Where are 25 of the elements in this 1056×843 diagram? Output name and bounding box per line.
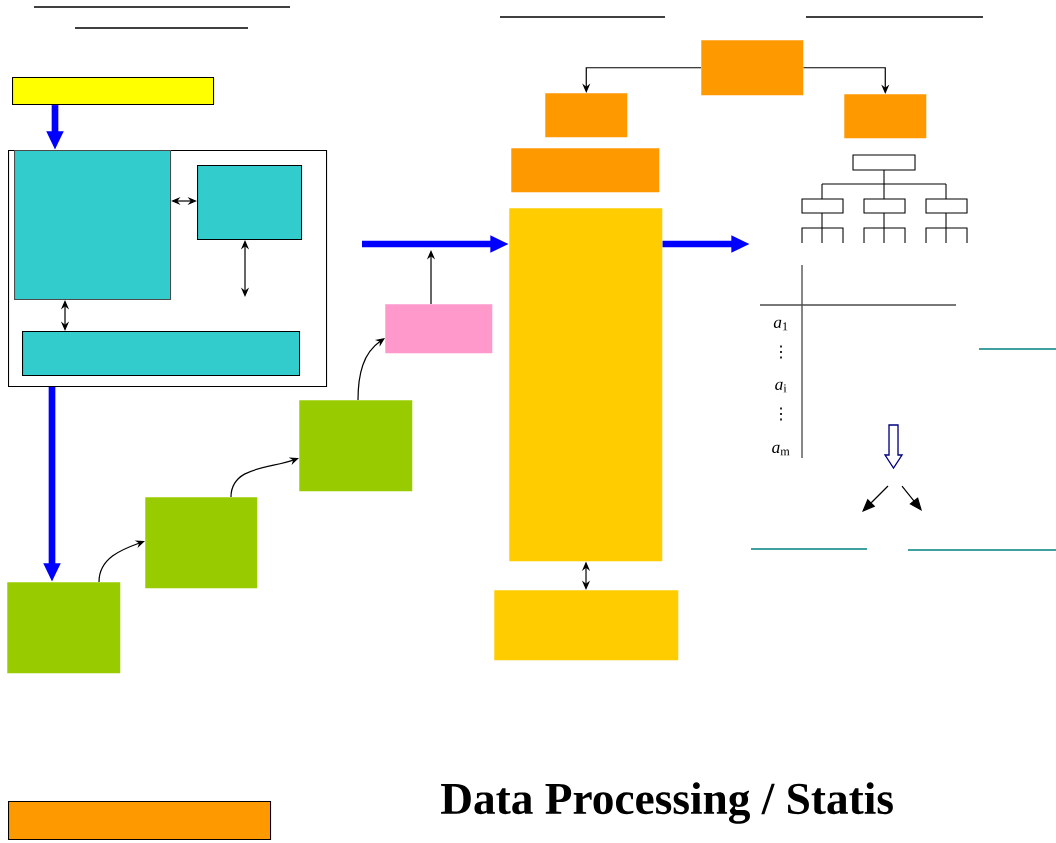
storage-box <box>494 590 679 661</box>
step-box <box>299 400 413 492</box>
process-column <box>509 208 663 562</box>
category-box <box>701 40 804 96</box>
footer-box <box>8 801 272 841</box>
row-label: ⋮ <box>780 345 782 359</box>
arrow <box>357 338 385 401</box>
row-label: a$_{i}$ <box>775 381 787 393</box>
process-box <box>22 331 301 377</box>
category-box <box>545 93 628 138</box>
row-label: ⋮ <box>780 407 782 421</box>
title: Data Processing / Statis <box>441 782 893 824</box>
step-box <box>145 497 258 589</box>
step-box <box>385 304 493 354</box>
step-box <box>7 582 121 674</box>
category-box <box>844 94 927 139</box>
arrow <box>802 67 890 94</box>
process-box <box>197 165 303 241</box>
arrow <box>230 457 299 498</box>
row-label: a$_{m}$ <box>772 444 790 456</box>
header-box <box>511 148 660 193</box>
row-label: a$_{1}$ <box>773 319 788 331</box>
process-box <box>14 150 172 301</box>
input-box <box>12 77 215 106</box>
arrow <box>98 540 145 583</box>
